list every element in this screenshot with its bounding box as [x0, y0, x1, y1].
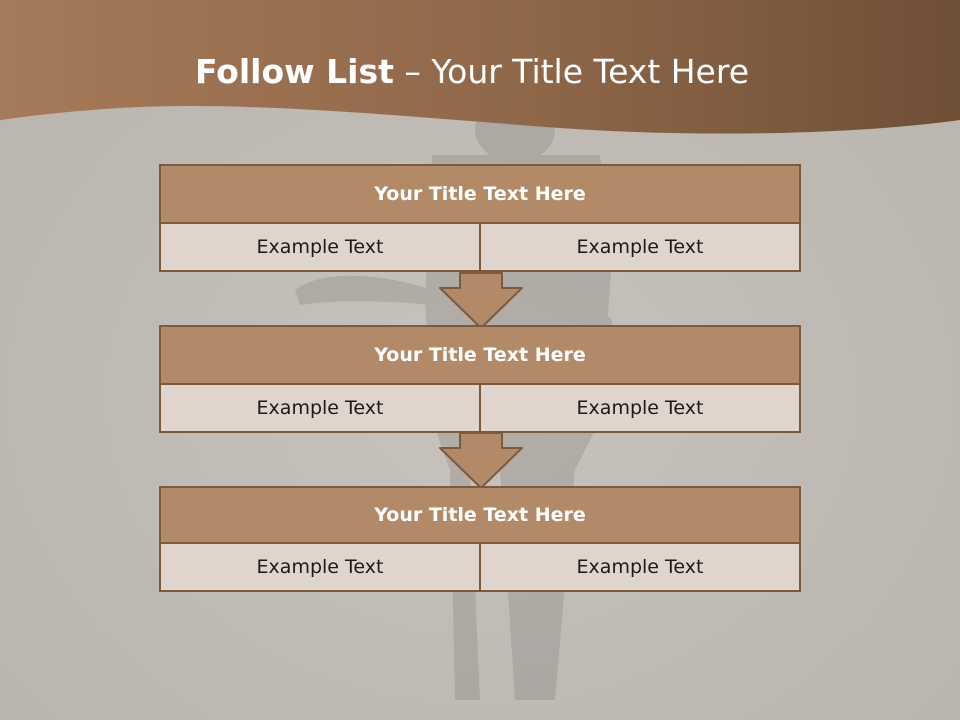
title-bold-part: Follow List — [194, 52, 394, 91]
block-cell-right: Example Text — [479, 224, 799, 270]
header-band — [0, 0, 960, 134]
block-title: Your Title Text Here — [161, 488, 799, 544]
block-row: Example Text Example Text — [161, 385, 799, 431]
down-arrow-icon — [439, 272, 523, 329]
slide-title: Follow List – Your Title Text Here — [0, 52, 944, 91]
list-block-2: Your Title Text Here Example Text Exampl… — [159, 325, 801, 433]
block-cell-left: Example Text — [161, 224, 479, 270]
block-title: Your Title Text Here — [161, 166, 799, 224]
block-row: Example Text Example Text — [161, 544, 799, 590]
list-block-3: Your Title Text Here Example Text Exampl… — [159, 486, 801, 592]
list-block-1: Your Title Text Here Example Text Exampl… — [159, 164, 801, 272]
block-cell-right: Example Text — [479, 385, 799, 431]
title-rest-part: – Your Title Text Here — [404, 52, 750, 91]
block-cell-right: Example Text — [479, 544, 799, 590]
block-title: Your Title Text Here — [161, 327, 799, 385]
block-row: Example Text Example Text — [161, 224, 799, 270]
block-cell-left: Example Text — [161, 544, 479, 590]
block-cell-left: Example Text — [161, 385, 479, 431]
down-arrow-icon — [439, 432, 523, 489]
